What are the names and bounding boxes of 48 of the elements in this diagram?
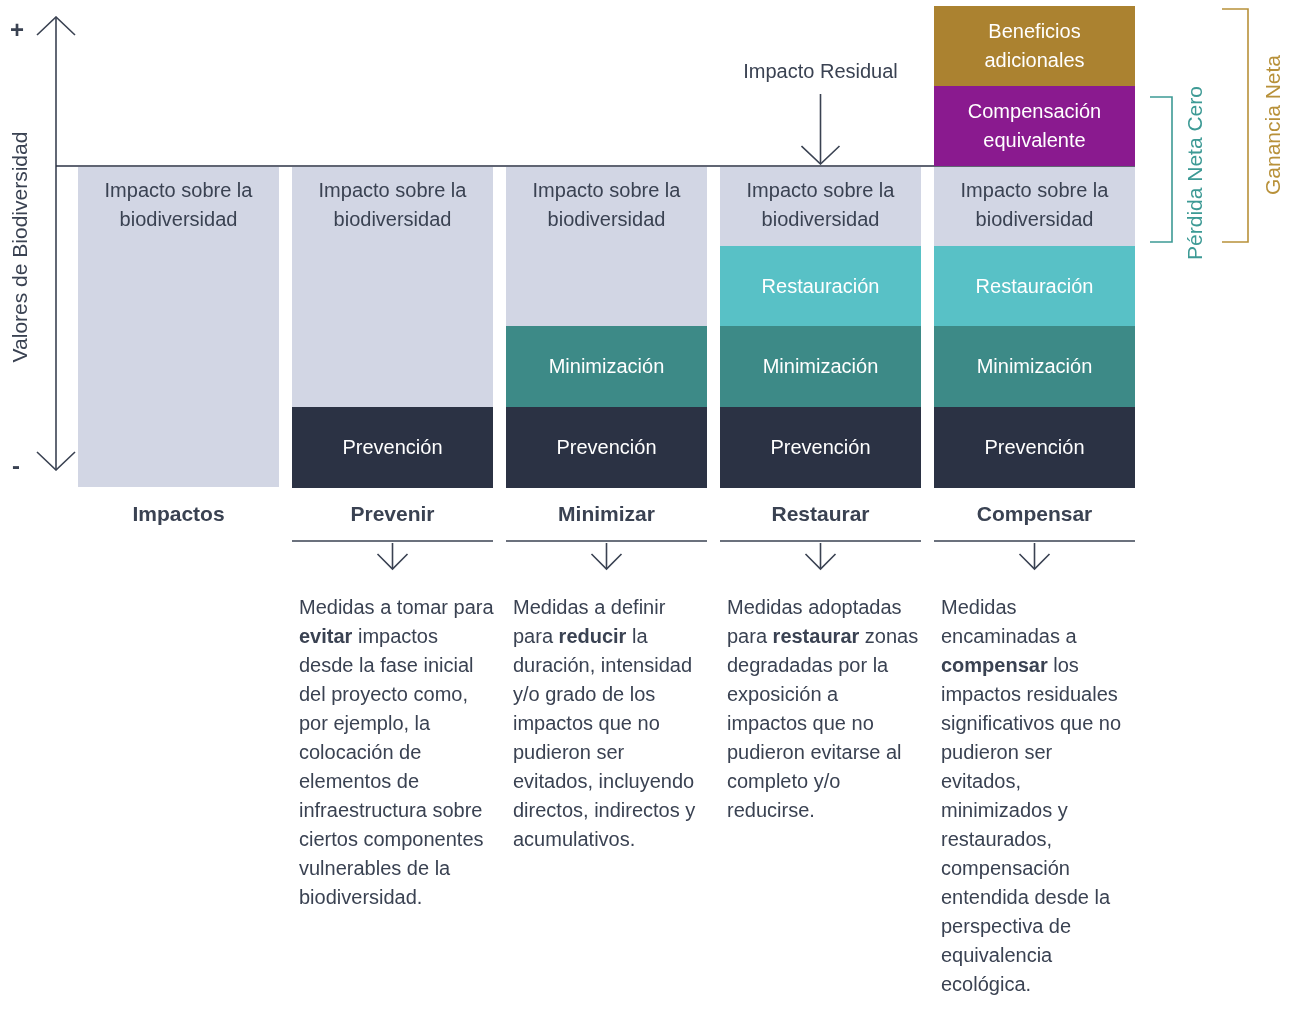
block-label: Impacto sobre la biodiversidad	[745, 178, 896, 232]
stacked-block	[720, 167, 921, 246]
block-label: Prevención	[983, 435, 1086, 460]
stacked-block	[292, 167, 493, 407]
column-heading: Impactos	[131, 502, 226, 526]
description-text: Medidas encaminadas a compensar los impactos residuales significativos que no pudieron ser evitados, minimizados y restaurados, compensación entendida desde la perspectiva de equivalencia ecológica.	[941, 595, 1123, 997]
block-label: Restauración	[760, 273, 881, 299]
stacked-block	[506, 326, 707, 407]
column-heading: Minimizar	[557, 502, 656, 526]
stacked-block	[934, 6, 1135, 86]
axis-sign: +	[10, 16, 25, 44]
bracket-label: Ganancia Neta	[1261, 54, 1286, 196]
block-label: Prevención	[341, 435, 444, 460]
description-text: Medidas a tomar para evitar impactos desde la fase inicial del proyecto como, por ejemplo, la colocación de elementos de infraestructura sobre ciertos componentes vulnerables de la biodiversidad.	[299, 595, 495, 910]
block-label: Minimización	[975, 354, 1094, 379]
column-heading: Compensar	[975, 502, 1094, 526]
block-label: Beneficios adicionales	[983, 19, 1086, 73]
description-text: Medidas adoptadas para restaurar zonas degradadas por la exposición a impactos que no pudieron evitarse al completo y/o reducirse.	[727, 595, 920, 823]
stacked-block	[934, 246, 1135, 326]
stacked-block	[720, 326, 921, 407]
stacked-block	[934, 86, 1135, 166]
block-label: Prevención	[769, 435, 872, 460]
stacked-block	[506, 167, 707, 326]
block-label: Impacto sobre la biodiversidad	[531, 178, 682, 232]
axis-label: Valores de Biodiversidad	[7, 131, 32, 363]
block-label: Prevención	[555, 435, 658, 460]
column-heading: Prevenir	[349, 502, 436, 526]
stacked-block	[934, 326, 1135, 407]
stacked-block	[506, 407, 707, 488]
arrow	[800, 93, 841, 165]
axis-sign: -	[12, 452, 21, 480]
block-label: Impacto sobre la biodiversidad	[103, 178, 254, 232]
caption-text: Impacto Residual	[720, 54, 921, 88]
block-label: Restauración	[974, 273, 1095, 299]
stacked-block	[934, 407, 1135, 488]
block-label: Compensación equivalente	[966, 99, 1103, 153]
column-heading: Restaurar	[770, 502, 871, 526]
stacked-block	[292, 407, 493, 488]
stacked-block	[934, 167, 1135, 246]
stacked-block	[78, 167, 279, 487]
stacked-block	[720, 246, 921, 326]
block-label: Impacto sobre la biodiversidad	[317, 178, 468, 232]
bracket-label: Pérdida Neta Cero	[1182, 86, 1207, 260]
stacked-block	[720, 407, 921, 488]
block-label: Impacto sobre la biodiversidad	[959, 178, 1110, 232]
block-label: Minimización	[547, 354, 666, 379]
block-label: Minimización	[761, 354, 880, 379]
description-text: Medidas a definir para reducir la duración, intensidad y/o grado de los impactos que no pudieron ser evitados, incluyendo directos, indirectos y acumulativos.	[513, 595, 697, 852]
